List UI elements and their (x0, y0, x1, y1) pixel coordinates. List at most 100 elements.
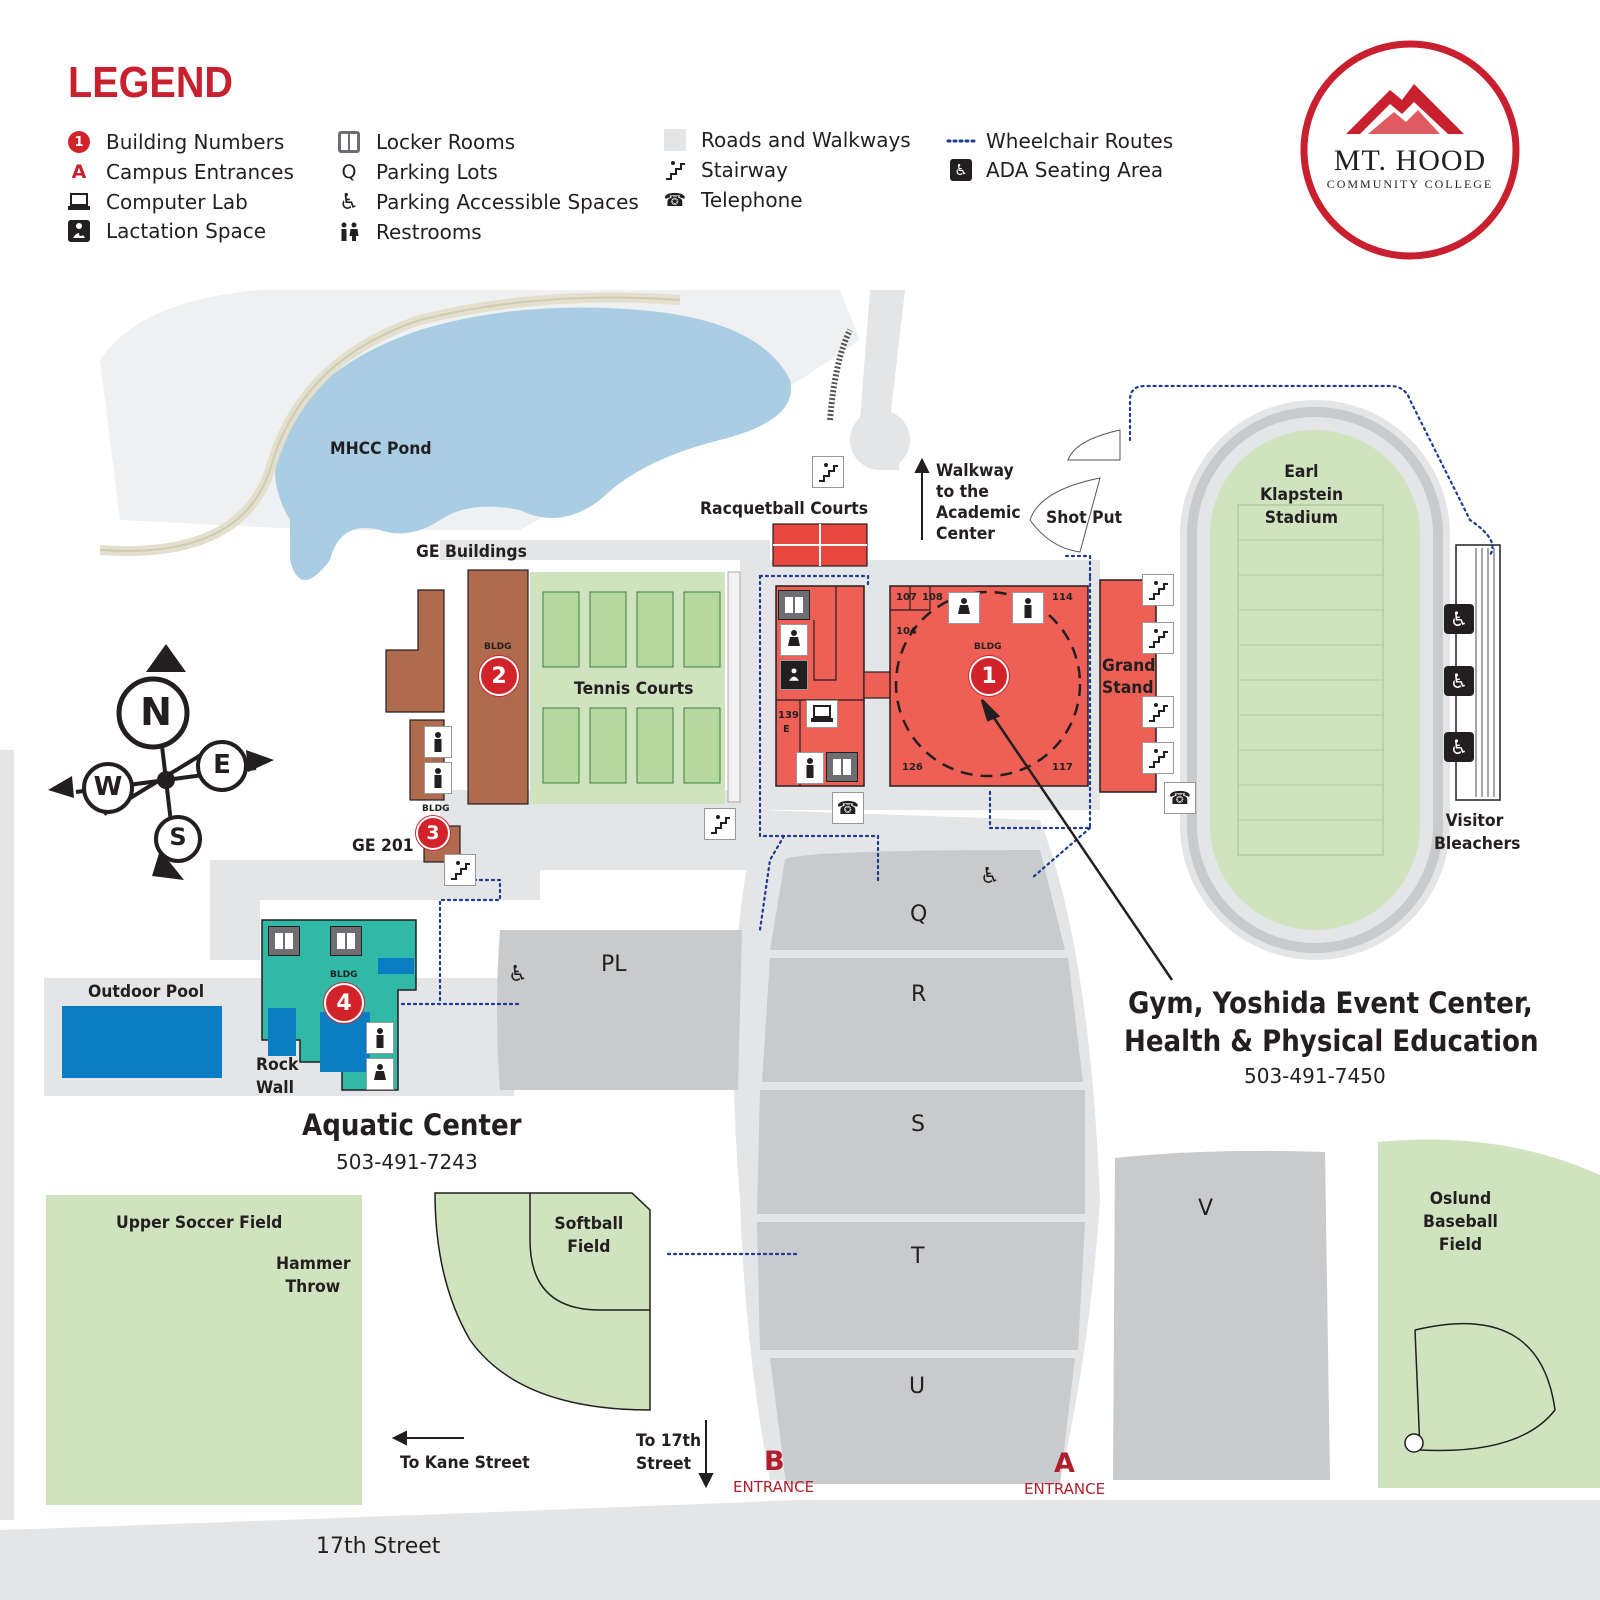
parking-lot-icon: Q (341, 161, 357, 183)
stairway-icon (1142, 696, 1174, 728)
entrance-b-letter: B (764, 1446, 785, 1477)
restroom-icon (796, 752, 824, 784)
legend-restrooms: Restrooms (376, 220, 482, 244)
legend-roads-walkways: Roads and Walkways (701, 128, 911, 152)
lactation-icon (780, 660, 808, 690)
room-104: 104 (896, 626, 917, 637)
locker-icon (268, 926, 300, 956)
building-2-marker[interactable]: 2 (479, 656, 519, 696)
legend-parking-accessible: Parking Accessible Spaces (376, 190, 639, 214)
lot-t-label: T (911, 1244, 925, 1269)
stairway-icon (1142, 742, 1174, 774)
room-107: 107 (896, 592, 917, 603)
legend-title: LEGEND (68, 58, 234, 107)
wheelchair-route-line-icon (946, 128, 978, 154)
bldg-1-tag: BLDG (974, 642, 1002, 652)
building-3-marker[interactable]: 3 (416, 816, 450, 850)
legend-ada-seating: ADA Seating Area (986, 158, 1164, 182)
bldg-4-tag: BLDG (330, 970, 358, 980)
gym-title-line2: Health & Physical Education (1124, 1024, 1539, 1058)
entrance-b-word: ENTRANCE (733, 1478, 815, 1496)
room-117: 117 (1052, 762, 1073, 773)
aquatic-center-phone[interactable]: 503-491-7243 (336, 1150, 478, 1174)
restroom-icon (424, 726, 452, 758)
restroom-icon (336, 219, 362, 245)
bldg-2-tag: BLDG (484, 642, 512, 652)
entrance-a-letter: A (1054, 1448, 1075, 1479)
locker-icon (330, 926, 362, 956)
locker-icon (336, 129, 362, 155)
stairway-icon (812, 456, 844, 488)
telephone-icon: ☎ (663, 189, 687, 211)
room-114: 114 (1052, 592, 1073, 603)
ada-seating-icon: ♿ (1444, 666, 1474, 696)
room-139e: E (783, 724, 790, 735)
stairway-icon (662, 157, 688, 183)
restroom-icon (948, 592, 980, 624)
stairway-icon (704, 808, 736, 840)
room-126: 126 (902, 762, 923, 773)
logo-name: MT. HOOD (1333, 144, 1487, 177)
compass-north-label: N (140, 690, 172, 734)
laptop-icon (66, 189, 92, 215)
ada-seating-icon: ♿ (1444, 732, 1474, 762)
lot-r-label: R (911, 982, 927, 1007)
restroom-icon (366, 1058, 394, 1090)
lactation-icon (66, 218, 92, 244)
tennis-courts-label: Tennis Courts (574, 679, 694, 699)
building-4-marker[interactable]: 4 (324, 983, 364, 1023)
legend-wheelchair-routes: Wheelchair Routes (986, 129, 1174, 153)
legend-parking-lots: Parking Lots (376, 160, 498, 184)
building-1-marker[interactable]: 1 (969, 656, 1009, 696)
ge201-label: GE 201 (352, 836, 414, 856)
wheelchair-icon: ♿ (508, 962, 528, 987)
outdoor-pool-label: Outdoor Pool (88, 982, 205, 1002)
stairway-icon (444, 854, 476, 886)
lot-u-label: U (909, 1374, 926, 1399)
entrance-a-word: ENTRANCE (1024, 1480, 1106, 1498)
racquetball-courts-label: Racquetball Courts (700, 499, 869, 519)
kane-street-label: To Kane Street (400, 1453, 530, 1473)
stairway-icon (1142, 574, 1174, 606)
telephone-icon: ☎ (1164, 782, 1196, 814)
restroom-icon (780, 624, 808, 656)
college-logo: MT. HOOD COMMUNITY COLLEGE (1298, 38, 1522, 262)
gym-phone[interactable]: 503-491-7450 (1244, 1064, 1386, 1088)
telephone-icon: ☎ (832, 792, 864, 824)
legend-campus-entrances: Campus Entrances (106, 160, 294, 184)
laptop-icon (806, 700, 838, 728)
road-swatch-icon (662, 127, 688, 153)
lot-v-label: V (1198, 1196, 1214, 1221)
legend-telephone: Telephone (701, 188, 803, 212)
campus-entrance-icon: A (71, 161, 87, 183)
wheelchair-icon: ♿ (339, 189, 359, 215)
logo-subtitle: COMMUNITY COLLEGE (1326, 177, 1494, 191)
restroom-icon (366, 1022, 394, 1054)
bldg-3-tag: BLDG (422, 804, 450, 814)
restroom-icon (424, 762, 452, 794)
pond-shape (275, 307, 792, 580)
gym-title-line1: Gym, Yoshida Event Center, (1128, 986, 1533, 1020)
locker-icon (778, 590, 810, 620)
shot-put-label: Shot Put (1046, 508, 1123, 528)
compass-east-label: E (213, 750, 231, 780)
room-108: 108 (922, 592, 943, 603)
lot-q-label: Q (910, 902, 928, 927)
ge-buildings-label: GE Buildings (416, 542, 527, 562)
building-number-icon: 1 (66, 129, 92, 155)
legend-lactation-space: Lactation Space (106, 219, 267, 243)
ada-seating-icon: ♿ (948, 157, 974, 183)
compass-west-label: W (93, 772, 123, 802)
legend-computer-lab: Computer Lab (106, 190, 248, 214)
compass-south-label: S (169, 823, 187, 851)
room-139: 139 (778, 710, 799, 721)
lot-s-label: S (911, 1112, 925, 1137)
legend-stairway: Stairway (701, 158, 789, 182)
street-label: 17th Street (316, 1534, 441, 1559)
stairway-icon (1142, 622, 1174, 654)
upper-soccer-label: Upper Soccer Field (116, 1213, 283, 1233)
wheelchair-icon: ♿ (980, 864, 1000, 889)
restroom-icon (1012, 592, 1044, 624)
lot-pl-label: PL (601, 952, 627, 977)
